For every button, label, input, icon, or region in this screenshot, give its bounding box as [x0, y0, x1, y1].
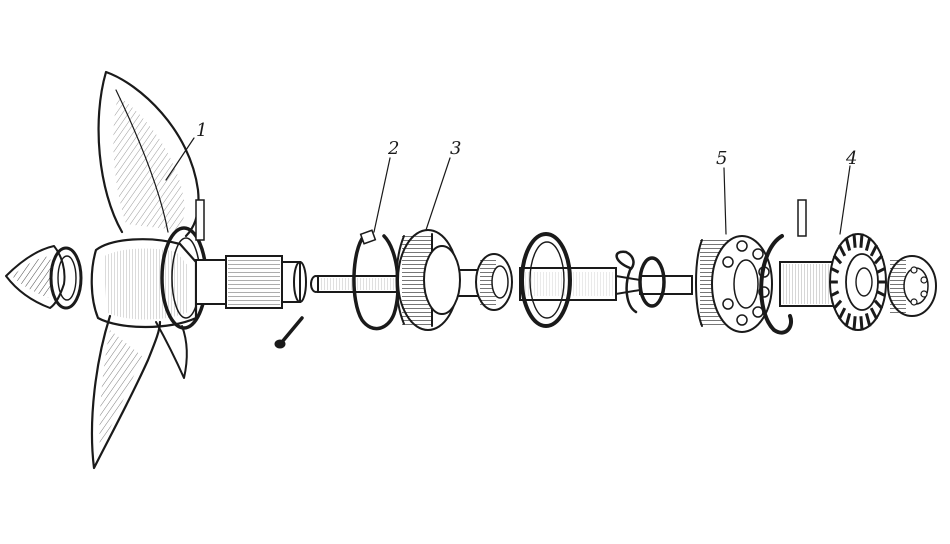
gear-tooth: [864, 237, 872, 251]
gear-tooth: [876, 290, 887, 298]
spring-clip: [615, 250, 638, 314]
gear-tooth: [873, 254, 884, 265]
small-bearing: [475, 253, 513, 311]
gear-tooth: [844, 237, 852, 251]
gear-tooth: [859, 316, 864, 331]
bearing-balls: [722, 240, 770, 326]
gear-tooth: [873, 299, 884, 310]
gear-tooth: [829, 290, 840, 298]
gear-tooth: [837, 244, 847, 257]
bevel-gear-4: [779, 233, 887, 331]
callout-5: 5: [716, 148, 727, 169]
callout-3: 3: [450, 138, 461, 159]
snap-ring: [759, 234, 793, 335]
gear-tooth: [832, 254, 843, 265]
gear-tooth: [844, 313, 852, 327]
shaft-sleeve: [195, 255, 307, 309]
propeller: [90, 70, 208, 470]
gear-tooth: [859, 233, 864, 248]
gear-tooth: [832, 299, 843, 310]
bearing-ring: [520, 232, 572, 328]
roller-bearing-3: [395, 229, 461, 331]
cotter-pin: [274, 316, 304, 349]
leader-lines: [165, 137, 851, 235]
gear-pin: [797, 199, 807, 237]
gear-tooth: [869, 244, 879, 257]
gear-tooth: [869, 307, 879, 320]
gear-tooth: [852, 233, 857, 248]
propeller-nose-cone: [5, 245, 66, 309]
cone-ring: [49, 246, 83, 310]
callout-4: 4: [845, 148, 857, 169]
gear-tooth: [837, 307, 847, 320]
end-bearing: [887, 255, 937, 317]
ball-bearing-5: [695, 235, 773, 333]
gear-tooth: [852, 316, 857, 331]
gear-teeth: [829, 233, 887, 331]
gear-tooth: [864, 313, 872, 327]
gear-tooth: [876, 266, 887, 274]
lock-washer: [638, 256, 666, 308]
callout-1: 1: [196, 120, 207, 141]
gear-tooth: [829, 266, 840, 274]
callout-2: 2: [387, 138, 399, 159]
